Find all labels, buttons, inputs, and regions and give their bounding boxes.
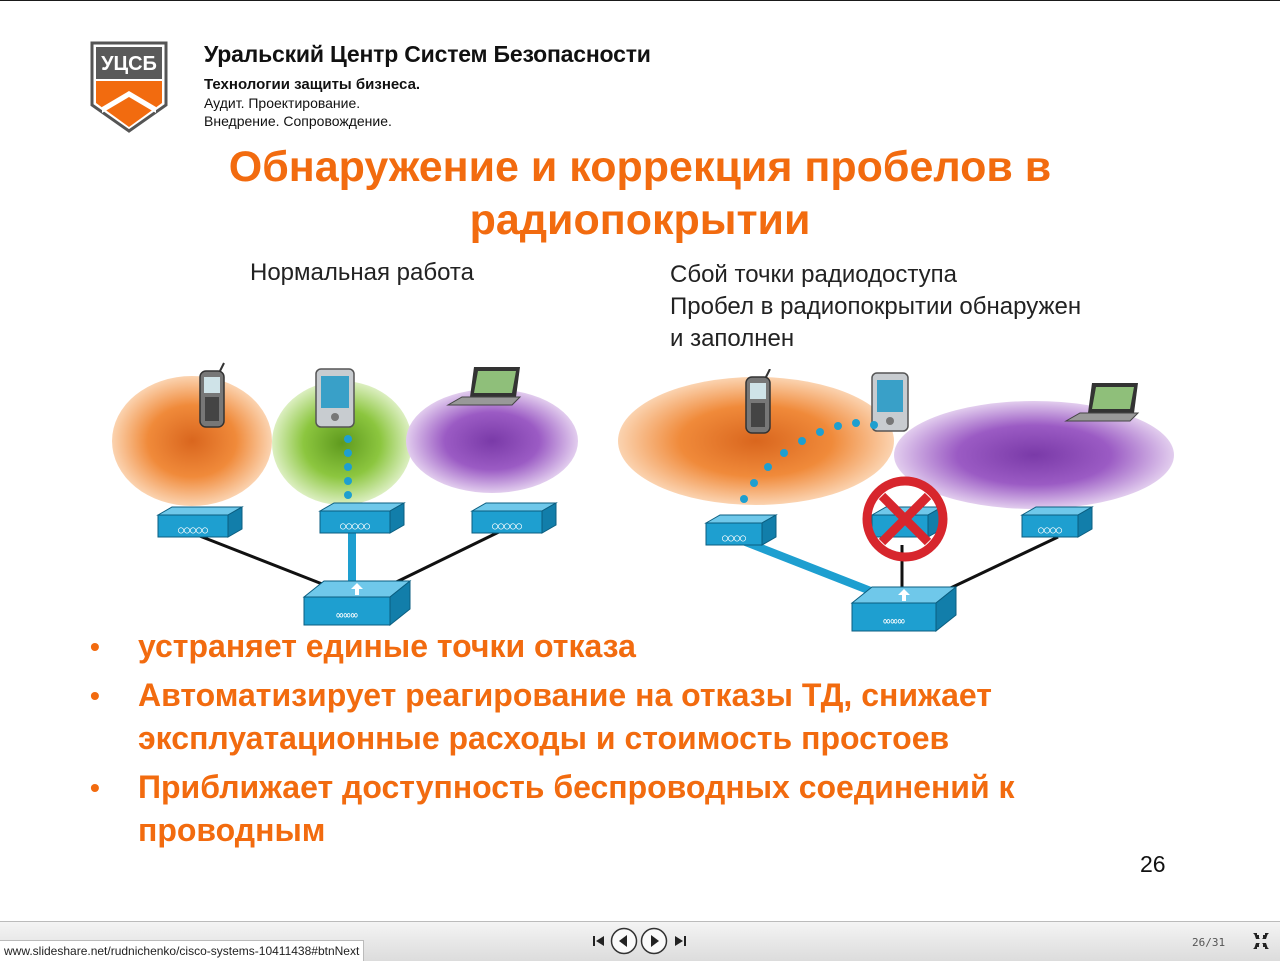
ethernet-link-right (939, 535, 1059, 595)
status-bar-url: www.slideshare.net/rudnichenko/cisco-sys… (0, 940, 365, 961)
logo-text: УЦСБ (101, 53, 157, 75)
coverage-zone-orange (112, 376, 272, 506)
next-slide-button[interactable] (640, 927, 668, 955)
bullet-item: • Приближает доступность беспроводных сое… (90, 766, 1200, 852)
caption-right-line3: и заполнен (670, 325, 795, 352)
caption-right-line2: Пробел в радиопокрытии обнаружен (670, 293, 1082, 320)
last-slide-button[interactable] (673, 933, 687, 949)
bullet-item: • устраняет единые точки отказа (90, 625, 1200, 668)
caption-normal-operation: Нормальная работа (250, 259, 474, 286)
ethernet-link-left (736, 535, 888, 601)
exit-fullscreen-icon[interactable] (1252, 932, 1270, 950)
previous-slide-button[interactable] (610, 927, 638, 955)
mobile-phone-icon (199, 362, 225, 428)
svg-text:○○○○○: ○○○○○ (178, 525, 208, 536)
bullet-dot-icon: • (90, 680, 100, 711)
caption-right-line1: Сбой точки радиодоступа (670, 261, 958, 288)
slide-title-line2: радиопокрытии (469, 196, 811, 244)
top-border (0, 0, 1280, 1)
ethernet-link-left (191, 531, 336, 591)
bullet-text: Приближает доступность беспроводных соед… (138, 769, 1015, 848)
failure-prohibited-icon (862, 476, 948, 562)
wireless-controller-icon: ∞∞∞ (302, 579, 412, 627)
coverage-zone-green (272, 381, 412, 505)
redirected-client-link-dots (740, 419, 878, 503)
company-name: Уральский Центр Систем Безопасности (204, 41, 651, 67)
pda-icon (871, 372, 909, 432)
laptop-icon (446, 367, 522, 406)
access-point-right-icon: ○○○○○ (470, 502, 558, 534)
mobile-phone-icon (745, 369, 771, 434)
company-services-line1: Аудит. Проектирование. (204, 95, 361, 111)
expanded-coverage-zone-orange (618, 377, 894, 505)
company-tagline: Технологии защиты бизнеса. (204, 76, 421, 93)
slide-canvas: УЦСБ Уральский Центр Систем Безопасности… (0, 1, 1280, 921)
svg-text:○○○○○: ○○○○○ (340, 521, 370, 532)
svg-text:○○○○: ○○○○ (1038, 525, 1062, 536)
access-point-left-icon: ○○○○ (704, 514, 778, 546)
slide-title: Обнаружение и коррекция пробелов в радио… (120, 141, 1160, 247)
slide-title-line1: Обнаружение и коррекция пробелов в (228, 143, 1052, 191)
svg-text:○○○○○: ○○○○○ (492, 521, 522, 532)
ethernet-link-right (381, 527, 506, 591)
bullet-item: • Автоматизирует реагирование на отказы Т… (90, 674, 1200, 760)
laptop-icon (1064, 383, 1140, 422)
company-services-line2: Внедрение. Сопровождение. (204, 113, 392, 129)
bullet-dot-icon: • (90, 631, 100, 662)
player-control-bar: www.slideshare.net/rudnichenko/cisco-sys… (0, 921, 1280, 961)
pda-icon (315, 368, 355, 428)
bullet-text: устраняет единые точки отказа (138, 628, 636, 664)
slide-counter: 26/31 (1192, 936, 1226, 949)
expanded-coverage-zone-purple (894, 401, 1174, 509)
company-logo: УЦСБ (90, 41, 168, 133)
bullet-text: Автоматизирует реагирование на отказы ТД… (138, 677, 992, 756)
access-point-center-icon: ○○○○○ (318, 502, 406, 534)
wireless-controller-icon: ∞∞∞ (850, 585, 958, 633)
access-point-right-icon: ○○○○ (1020, 506, 1094, 538)
benefit-bullet-list: • устраняет единые точки отказа • Автомати… (90, 625, 1200, 858)
diagram-normal-operation: ○○○○○ ○○○○○ ○○○○○ ∞∞∞ (112, 362, 578, 627)
coverage-zone-purple (406, 389, 578, 493)
bullet-dot-icon: • (90, 772, 100, 803)
svg-text:∞∞∞: ∞∞∞ (336, 608, 358, 622)
caption-ap-failure: Сбой точки радиодоступа Пробел в радиопо… (670, 259, 1081, 355)
svg-text:○○○○: ○○○○ (722, 533, 746, 544)
first-slide-button[interactable] (592, 933, 606, 949)
diagram-ap-failure: ○○○○ ○○○○ ∞∞∞ (618, 369, 1174, 633)
access-point-left-icon: ○○○○○ (156, 506, 244, 538)
svg-text:∞∞∞: ∞∞∞ (883, 614, 905, 628)
slide-page-number: 26 (1140, 851, 1166, 877)
client-link-dots (344, 435, 352, 499)
